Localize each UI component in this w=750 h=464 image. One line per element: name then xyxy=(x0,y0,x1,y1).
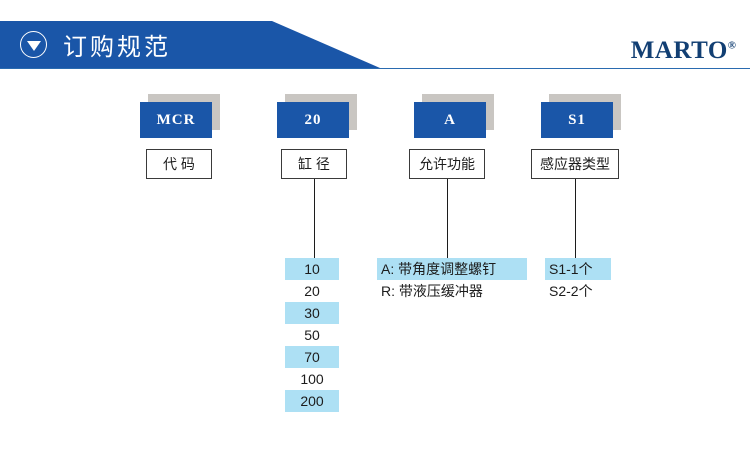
option-item[interactable]: 50 xyxy=(304,327,320,343)
spec-label-box: 允许功能 xyxy=(409,149,485,179)
page-title: 订购规范 xyxy=(63,34,171,61)
spec-label-box: 缸 径 xyxy=(281,149,347,179)
code-chip[interactable]: 20 xyxy=(277,102,349,138)
option-list: 10 20 30 50 70 100 200 xyxy=(285,258,339,412)
option-item[interactable]: S1-1个 xyxy=(545,258,611,280)
spec-label-box: 感应器类型 xyxy=(531,149,619,179)
header-divider xyxy=(0,68,750,70)
option-item[interactable]: A: 带角度调整螺钉 xyxy=(377,258,527,280)
triangle-down-icon xyxy=(20,31,47,58)
option-item[interactable]: 200 xyxy=(285,390,339,412)
connector-line xyxy=(314,179,316,260)
option-list: S1-1个 S2-2个 xyxy=(545,258,611,302)
option-item[interactable]: S2-2个 xyxy=(549,283,593,299)
code-chip[interactable]: MCR xyxy=(140,102,212,138)
option-item[interactable]: 20 xyxy=(304,283,320,299)
registered-mark: ® xyxy=(727,39,736,52)
option-item[interactable]: R: 带液压缓冲器 xyxy=(381,283,483,299)
option-item[interactable]: 100 xyxy=(300,371,324,387)
page-header: 订购规范 xyxy=(0,21,750,68)
option-item[interactable]: 30 xyxy=(285,302,339,324)
code-chip[interactable]: S1 xyxy=(541,102,613,138)
connector-line xyxy=(575,179,577,260)
spec-label-box: 代 码 xyxy=(146,149,212,179)
brand-logo: MARTO® xyxy=(631,38,736,63)
ordering-spec-diagram: MCR 代 码 20 缸 径 10 20 30 50 70 100 200 A 允许功能 A: 带角度调整… xyxy=(0,68,750,464)
connector-line xyxy=(447,179,449,260)
brand-logo-text: MARTO xyxy=(630,37,728,64)
option-item[interactable]: 70 xyxy=(285,346,339,368)
option-item[interactable]: 10 xyxy=(285,258,339,280)
header-banner-shape xyxy=(0,21,380,68)
header-content: 订购规范 xyxy=(0,21,171,68)
option-list: A: 带角度调整螺钉 R: 带液压缓冲器 xyxy=(377,258,527,302)
code-chip[interactable]: A xyxy=(414,102,486,138)
